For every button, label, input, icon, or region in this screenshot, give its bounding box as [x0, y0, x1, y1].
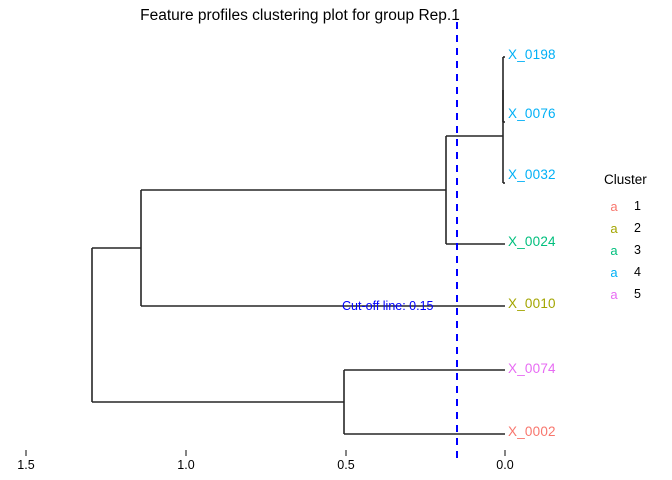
- legend-key-icon-2: a: [610, 220, 618, 236]
- legend-key-icon-1: a: [610, 198, 618, 214]
- leaf-label-x0076: X_0076: [508, 106, 556, 121]
- leaf-label-x0198: X_0198: [508, 47, 556, 62]
- legend-key-icon-4: a: [610, 264, 618, 280]
- leaf-label-x0032: X_0032: [508, 167, 556, 182]
- dendrogram-branches: [91, 56, 505, 435]
- legend-label-1: 1: [634, 199, 641, 213]
- legend-item-3: a 3: [604, 239, 672, 261]
- legend-key-icon-5: a: [610, 286, 618, 302]
- leaf-label-x0024: X_0024: [508, 234, 556, 249]
- legend-title: Cluster: [604, 172, 647, 187]
- legend-key-icon-3: a: [610, 242, 618, 258]
- legend-label-3: 3: [634, 243, 641, 257]
- legend-item-4: a 4: [604, 261, 672, 283]
- legend-item-2: a 2: [604, 217, 672, 239]
- page-title: Feature profiles clustering plot for gro…: [140, 7, 460, 24]
- legend-label-4: 4: [634, 265, 641, 279]
- axis-ticks: [25, 450, 506, 456]
- leaf-label-x0002: X_0002: [508, 424, 556, 439]
- legend-item-5: a 5: [604, 283, 672, 305]
- leaf-label-x0074: X_0074: [508, 361, 556, 376]
- legend: Cluster a 1 a 2 a 3 a 4 a 5: [604, 172, 672, 305]
- axis-tick-label-1-0: 1.0: [177, 458, 195, 472]
- axis-tick-label-0-5: 0.5: [337, 458, 355, 472]
- cutoff-label: Cut-off line: 0.15: [342, 299, 434, 313]
- legend-label-2: 2: [634, 221, 641, 235]
- legend-label-5: 5: [634, 287, 641, 301]
- axis-tick-label-1-5: 1.5: [17, 458, 35, 472]
- legend-item-1: a 1: [604, 195, 672, 217]
- leaf-label-x0010: X_0010: [508, 296, 556, 311]
- axis-tick-label-0-0: 0.0: [496, 458, 514, 472]
